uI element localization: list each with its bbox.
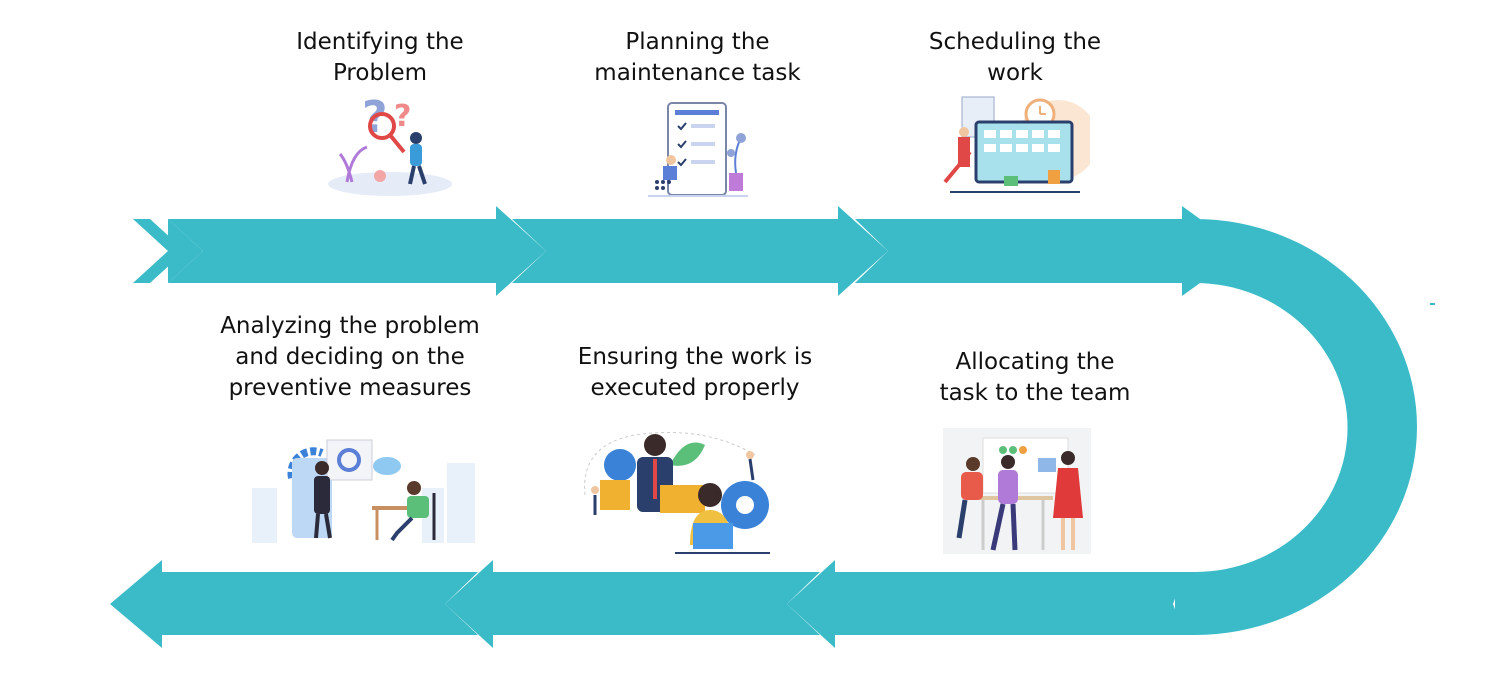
stray-mark — [1430, 303, 1435, 305]
chevron-icon — [168, 219, 203, 283]
calendar-schedule-illustration — [943, 96, 1090, 193]
arrow-segment-1 — [168, 206, 546, 296]
step-4-label: Allocating the task to the team — [939, 349, 1131, 406]
checklist-tablet-illustration — [648, 102, 748, 197]
step-2-label: Planning the maintenance task — [594, 29, 801, 86]
svg-text:?: ? — [394, 99, 411, 134]
arrow-segment-3 — [855, 206, 1200, 296]
analysis-dashboard-illustration — [252, 439, 475, 543]
magnifier-question-illustration: ? ? — [328, 92, 452, 196]
arrow-segment-2 — [512, 206, 888, 296]
gears-team-illustration — [584, 432, 770, 554]
arrow-segment-6 — [110, 560, 478, 648]
step-1-label: Identifying the Problem — [296, 29, 464, 86]
team-board-illustration — [943, 428, 1091, 554]
step-6-label: Analyzing the problem and deciding on th… — [220, 313, 480, 401]
step-3-label: Scheduling the work — [928, 29, 1102, 86]
step-5-label: Ensuring the work is executed properly — [577, 344, 813, 401]
arrow-segment-4 — [787, 560, 1185, 648]
arrow-u-turn — [1175, 219, 1417, 635]
arrow-segment-5 — [445, 560, 820, 648]
